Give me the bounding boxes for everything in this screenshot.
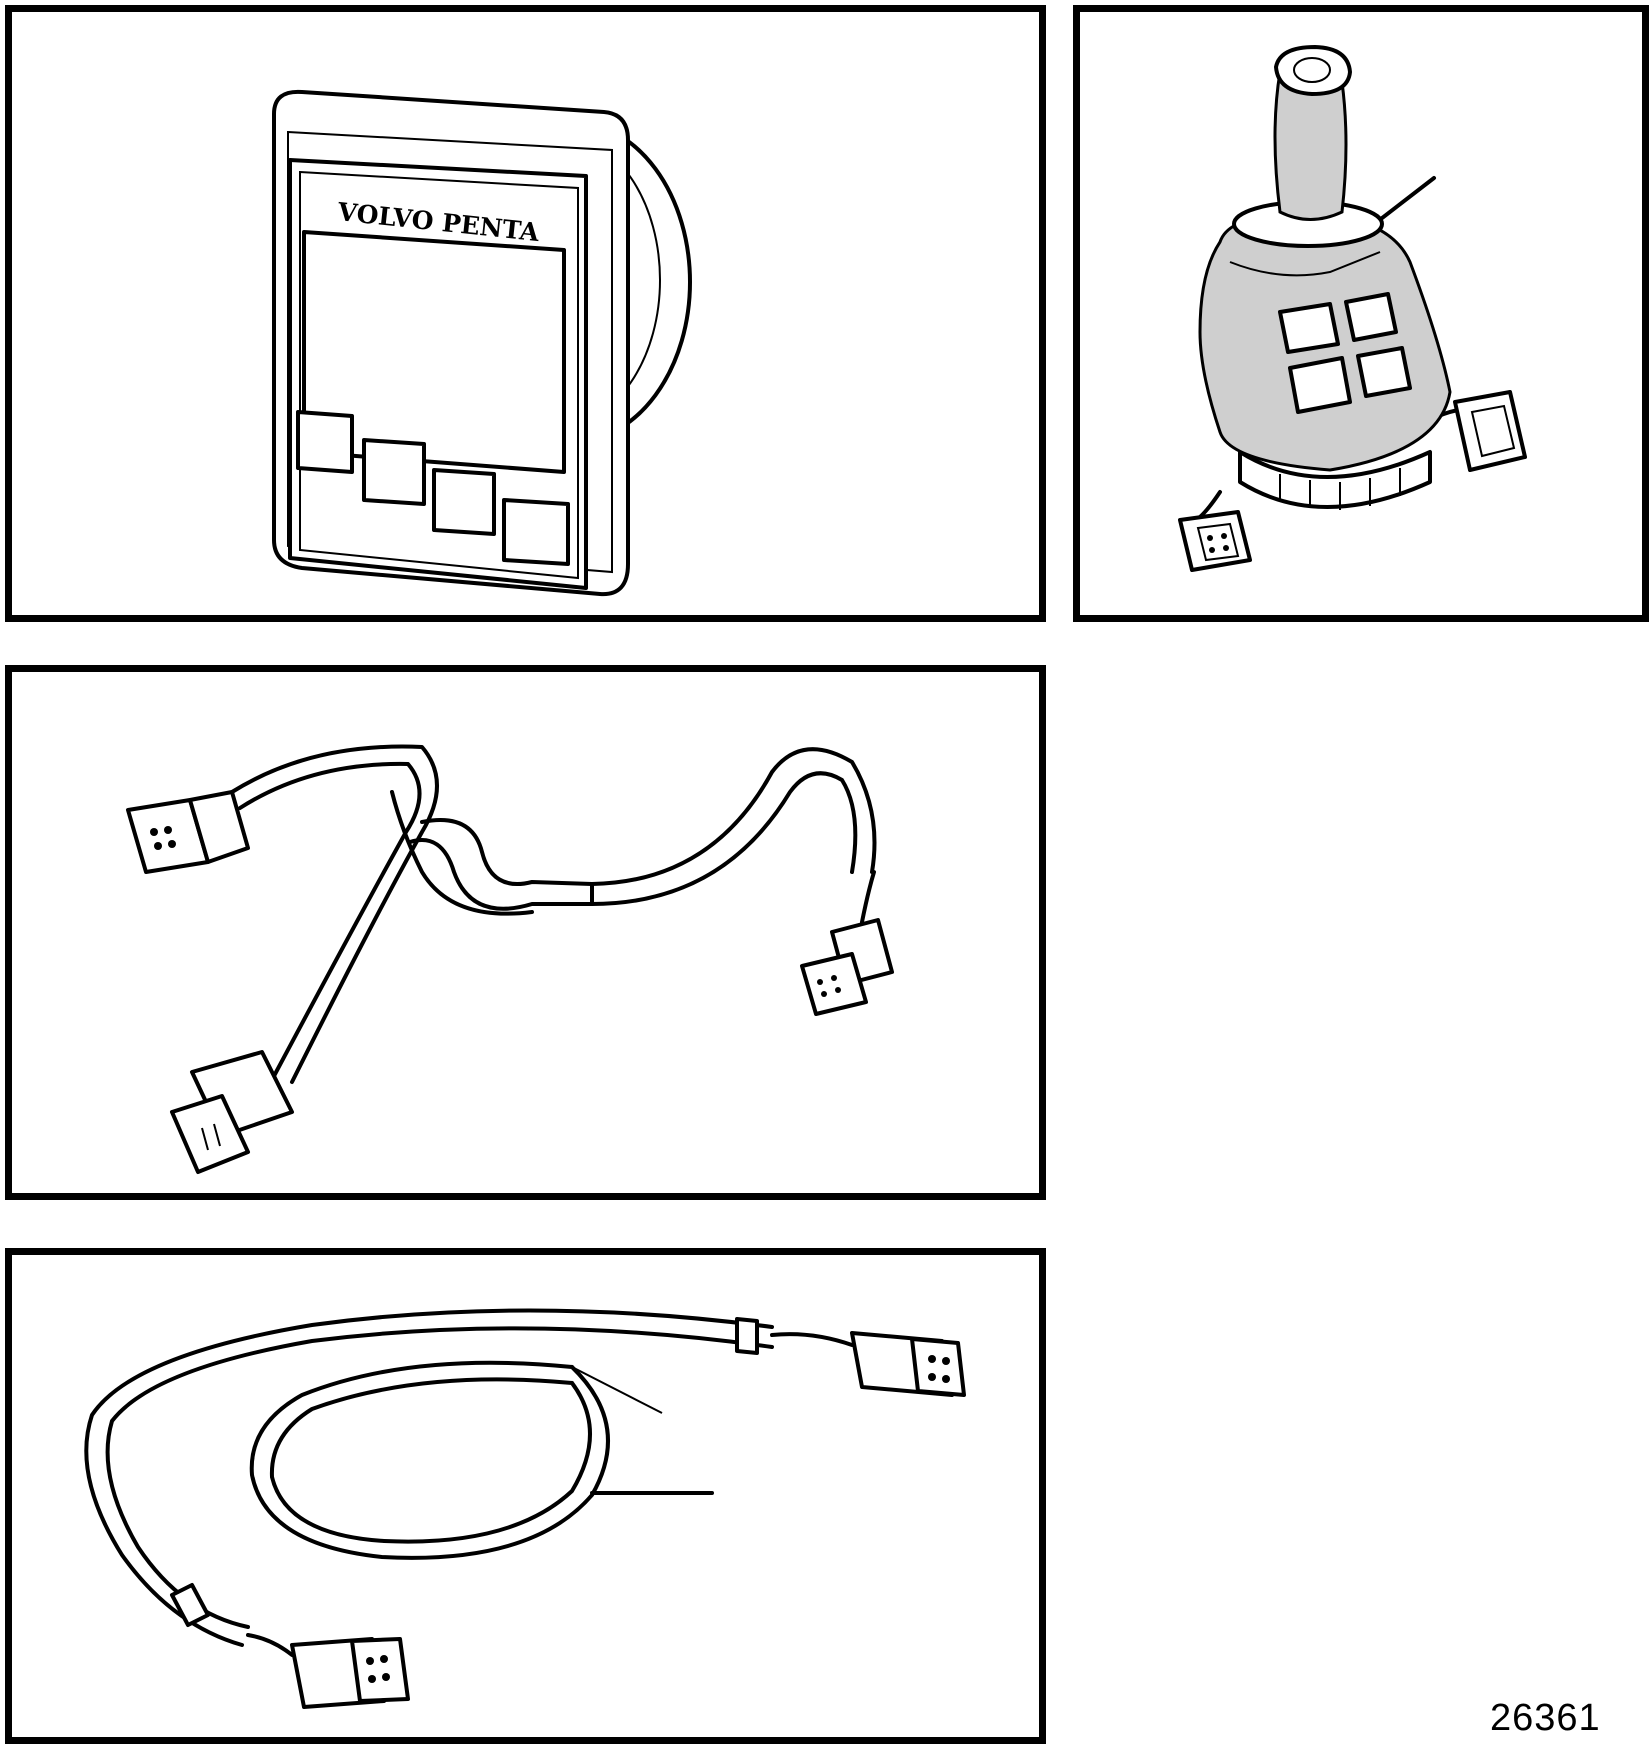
connector-icon: [246, 1633, 410, 1709]
joystick-buttons: [1278, 292, 1412, 414]
figure-reference-number: 26361: [1490, 1697, 1601, 1739]
connector-icon: [1453, 390, 1527, 472]
connector-icon: [800, 870, 894, 1016]
connector-icon: [1178, 510, 1252, 572]
panel-joystick: [1073, 5, 1649, 622]
panel-extension-cable: [5, 1248, 1046, 1744]
connector-icon: [126, 790, 250, 874]
panel-display-unit: VOLVO PENTA: [5, 5, 1046, 622]
connector-icon: [770, 1331, 966, 1397]
y-harness-cable-icon: [126, 744, 894, 1174]
joystick-control-icon: [1178, 45, 1527, 572]
extension-cable-icon: [84, 1308, 966, 1709]
panel-y-harness: [5, 665, 1046, 1200]
display-buttons: [296, 410, 570, 566]
display-unit-icon: VOLVO PENTA: [272, 89, 692, 597]
connector-icon: [170, 1050, 294, 1174]
